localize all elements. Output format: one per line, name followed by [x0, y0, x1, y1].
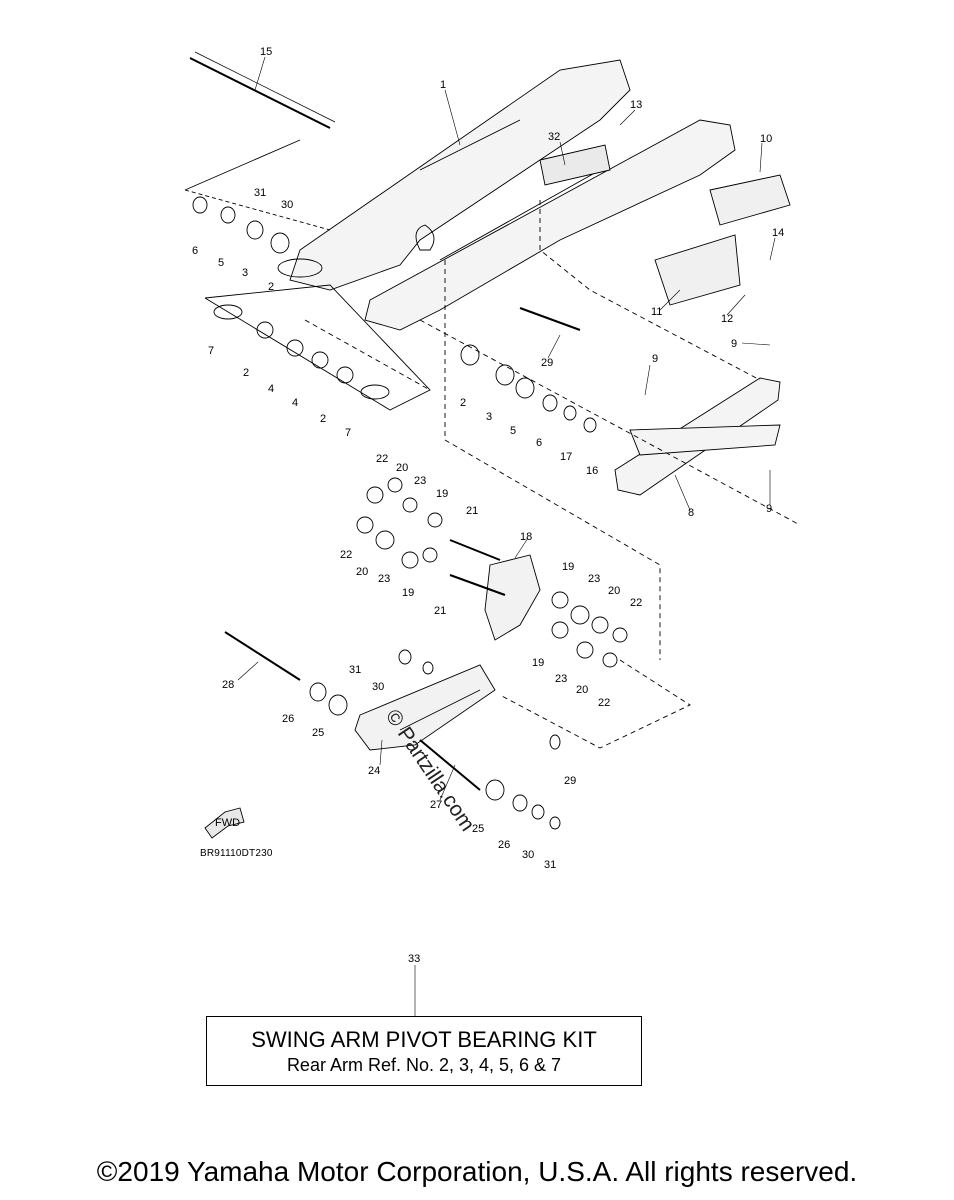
callout: 3 [486, 411, 492, 423]
callout: 9 [652, 353, 658, 365]
callout: 3 [242, 267, 248, 279]
callout: 13 [630, 99, 642, 111]
callout: 9 [766, 503, 772, 515]
callout: 8 [688, 507, 694, 519]
callout: 2 [460, 397, 466, 409]
callout: 12 [721, 313, 733, 325]
bearing-set-right [460, 307, 597, 433]
callout: 20 [396, 462, 408, 474]
callout: 7 [208, 345, 214, 357]
callout: 22 [598, 697, 610, 709]
copyright-notice: ©2019 Yamaha Motor Corporation, U.S.A. A… [96, 1156, 858, 1187]
connecting-rod [224, 631, 561, 830]
callout: 16 [586, 465, 598, 477]
callout: 9 [731, 338, 737, 350]
callout: 10 [760, 133, 772, 145]
caution-label [539, 144, 611, 186]
callout: 28 [222, 679, 234, 691]
pivot-shaft [184, 51, 336, 231]
callout: 20 [608, 585, 620, 597]
kit-title: SWING ARM PIVOT BEARING KIT [251, 1027, 597, 1052]
callout: 4 [292, 397, 298, 409]
callout: 14 [772, 227, 784, 239]
callout: 25 [312, 727, 324, 739]
callout: 31 [544, 859, 556, 871]
callout: 26 [282, 713, 294, 725]
callout: 5 [218, 257, 224, 269]
callout: 5 [510, 425, 516, 437]
callout: 27 [430, 799, 442, 811]
callout: 32 [548, 131, 560, 143]
leader-lines [237, 56, 776, 1016]
callout: 31 [254, 187, 266, 199]
callout: 21 [434, 605, 446, 617]
callout: 2 [320, 413, 326, 425]
fwd-label: FWD [215, 817, 240, 829]
relay-arm [356, 477, 628, 668]
callout: 21 [466, 505, 478, 517]
callout: 7 [345, 427, 351, 439]
callout: 30 [281, 199, 293, 211]
callout: 1 [440, 79, 446, 91]
callout: 29 [564, 775, 576, 787]
callout: 30 [372, 681, 384, 693]
callout: 19 [436, 488, 448, 500]
chain-adjuster [654, 174, 791, 306]
callout: 2 [268, 281, 274, 293]
callout: 23 [588, 573, 600, 585]
kit-subtitle: Rear Arm Ref. No. 2, 3, 4, 5, 6 & 7 [286, 1055, 562, 1075]
callout: 22 [630, 597, 642, 609]
callout: 6 [192, 245, 198, 257]
callout: 11 [651, 306, 662, 318]
callout: 6 [536, 437, 542, 449]
fwd-arrow-icon [204, 807, 245, 839]
callout: 2 [243, 367, 249, 379]
callout: 23 [378, 573, 390, 585]
callout: 22 [376, 453, 388, 465]
callout-labels: 1 15 32 13 10 14 11 12 9 9 8 9 31 30 6 5… [192, 46, 784, 965]
callout: 33 [408, 953, 420, 965]
callout: 26 [498, 839, 510, 851]
bearing-set-left [192, 196, 431, 411]
callout: 18 [520, 531, 532, 543]
callout: 24 [368, 765, 380, 777]
callout: 25 [472, 823, 484, 835]
callout: 23 [414, 475, 426, 487]
chain-guide [614, 377, 781, 496]
callout: 19 [562, 561, 574, 573]
callout: 15 [260, 46, 272, 58]
swing-arm [289, 59, 736, 331]
callout: 30 [522, 849, 534, 861]
callout: 22 [340, 549, 352, 561]
callout: 17 [560, 451, 572, 463]
kit-info-box: SWING ARM PIVOT BEARING KIT Rear Arm Ref… [206, 1016, 642, 1086]
callout: 23 [555, 673, 567, 685]
callout: 20 [356, 566, 368, 578]
assembly-guide-lines [304, 200, 801, 749]
callout: 31 [349, 664, 361, 676]
callout: 19 [402, 587, 414, 599]
callout: 20 [576, 684, 588, 696]
diagram-reference-code: BR91110DT230 [200, 848, 273, 859]
callout: 29 [541, 357, 553, 369]
callout: 4 [268, 383, 274, 395]
callout: 19 [532, 657, 544, 669]
